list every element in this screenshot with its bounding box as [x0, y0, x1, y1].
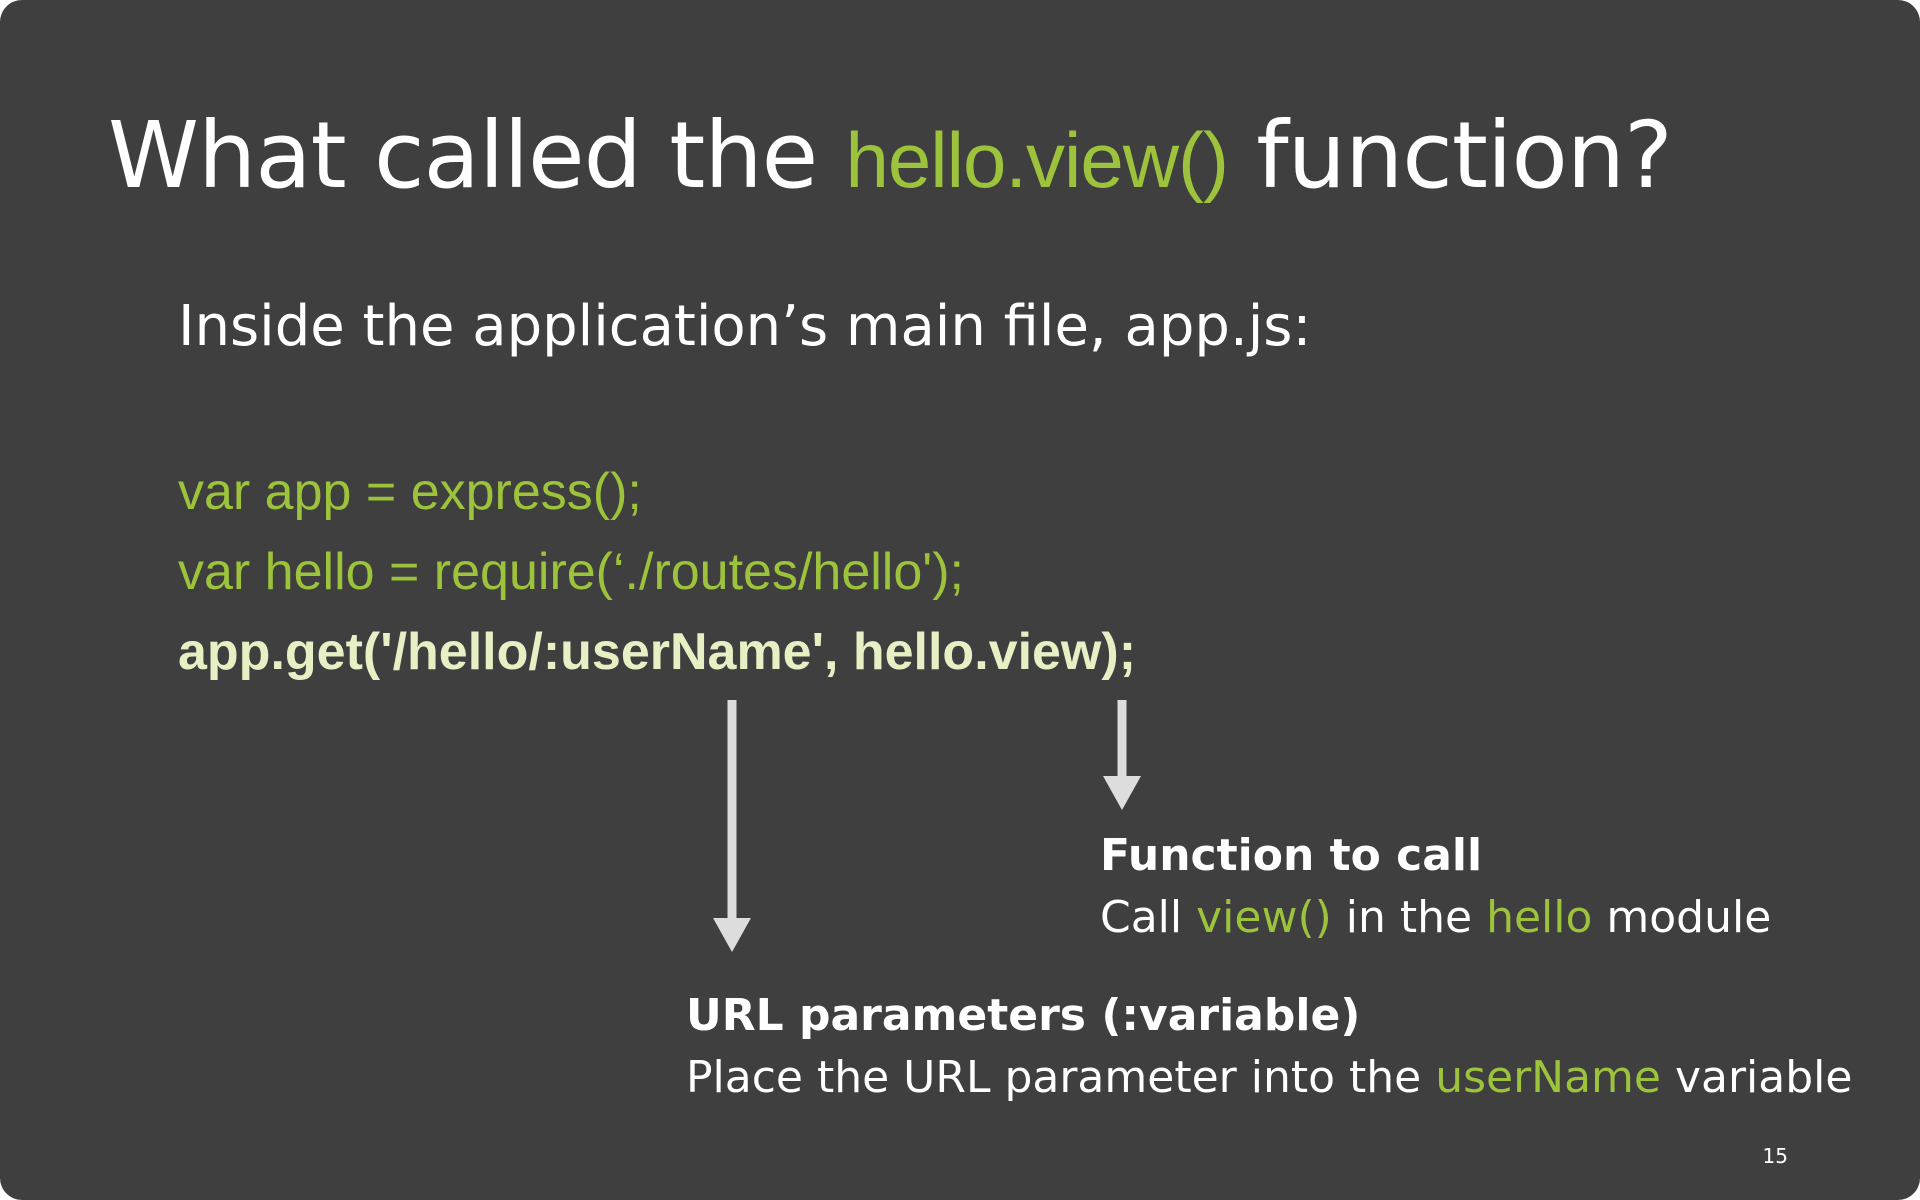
url-body-after: variable	[1660, 1052, 1853, 1103]
function-to-call-body: Call view() in the hello module	[1100, 890, 1771, 946]
slide-title: What called the hello.view() function?	[108, 96, 1673, 220]
function-body-before: Call	[1100, 892, 1197, 943]
title-suffix: function?	[1228, 102, 1673, 209]
function-body-middle: in the	[1331, 892, 1487, 943]
title-code: hello.view()	[845, 116, 1229, 204]
url-body-before: Place the URL parameter into the	[686, 1052, 1436, 1103]
intro-text: Inside the application’s main file, app.…	[178, 294, 1312, 359]
code-line-1: var app = express();	[178, 463, 642, 521]
function-arrow-head	[1103, 776, 1141, 810]
function-to-call-heading: Function to call	[1100, 830, 1483, 881]
url-body-code-username: userName	[1435, 1052, 1661, 1103]
url-parameters-heading: URL parameters (:variable)	[686, 990, 1361, 1041]
function-body-code-view: view()	[1196, 892, 1332, 943]
page-number: 15	[1762, 1144, 1788, 1168]
url-param-arrow-head	[713, 918, 751, 952]
code-line-2: var hello = require(‘./routes/hello');	[178, 543, 964, 601]
url-parameters-body: Place the URL parameter into the userNam…	[686, 1050, 1852, 1106]
title-prefix: What called the	[108, 102, 846, 209]
code-line-3: app.get('/hello/:userName', hello.view);	[178, 623, 1137, 681]
function-body-after: module	[1592, 892, 1772, 943]
function-body-code-hello: hello	[1486, 892, 1593, 943]
